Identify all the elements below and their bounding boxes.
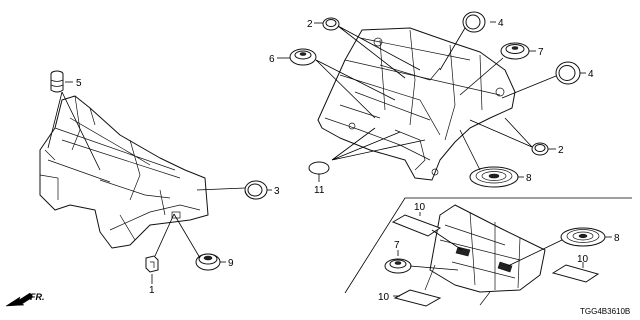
front-frame-assembly [39, 95, 209, 249]
callout-7-inset: 7 [394, 240, 400, 251]
left-leader-lines [47, 81, 272, 284]
part-11-seal [308, 161, 330, 175]
callout-1: 1 [149, 285, 155, 296]
callout-8-inset: 8 [614, 233, 620, 244]
callout-7-top: 7 [538, 47, 544, 58]
part-5-plug [50, 70, 64, 93]
callout-10-lower-left: 10 [378, 292, 390, 303]
rear-floor-inset [344, 197, 632, 306]
part-8-pad-inset [560, 227, 606, 247]
callout-3: 3 [274, 186, 280, 197]
floor-pan-assembly [317, 27, 516, 181]
callout-11: 11 [314, 185, 325, 196]
callout-labels: 5 3 9 1 2 4 6 7 4 2 8 11 10 8 7 10 10 [76, 18, 620, 303]
part-3-grommet [244, 180, 268, 200]
callout-10-lower-right: 10 [577, 254, 589, 265]
callout-5: 5 [76, 78, 82, 89]
front-label: FR. [30, 292, 45, 302]
part-10-pad-upper [391, 214, 442, 237]
callout-8-upper: 8 [526, 173, 532, 184]
part-4-grommet-right [555, 61, 581, 85]
part-7-plug-inset [384, 258, 412, 274]
part-10-pad-lower-left [393, 289, 442, 307]
part-2-grommet-top [322, 17, 340, 31]
part-2-grommet-right [531, 142, 549, 156]
callout-4-top: 4 [498, 18, 504, 29]
front-arrow-icon [5, 292, 34, 307]
part-9-grommet [195, 253, 221, 271]
part-10-pad-lower-right [551, 264, 600, 283]
center-leader-lines [277, 21, 586, 182]
part-6-plug [289, 48, 317, 66]
callout-4-right: 4 [588, 69, 594, 80]
front-direction-indicator: FR. [5, 292, 45, 307]
part-4-grommet-top [462, 11, 486, 33]
part-7-plug-top [500, 42, 530, 60]
callout-6: 6 [269, 54, 275, 65]
callout-2-top: 2 [307, 19, 313, 30]
callout-10-upper: 10 [414, 202, 426, 213]
callout-2-right: 2 [558, 145, 564, 156]
diagram-code: TGG4B3610B [580, 307, 630, 316]
inset-leader-lines [393, 212, 612, 297]
callout-9: 9 [228, 258, 234, 269]
part-1-clip [145, 255, 159, 273]
part-8-pad-upper [469, 166, 519, 188]
